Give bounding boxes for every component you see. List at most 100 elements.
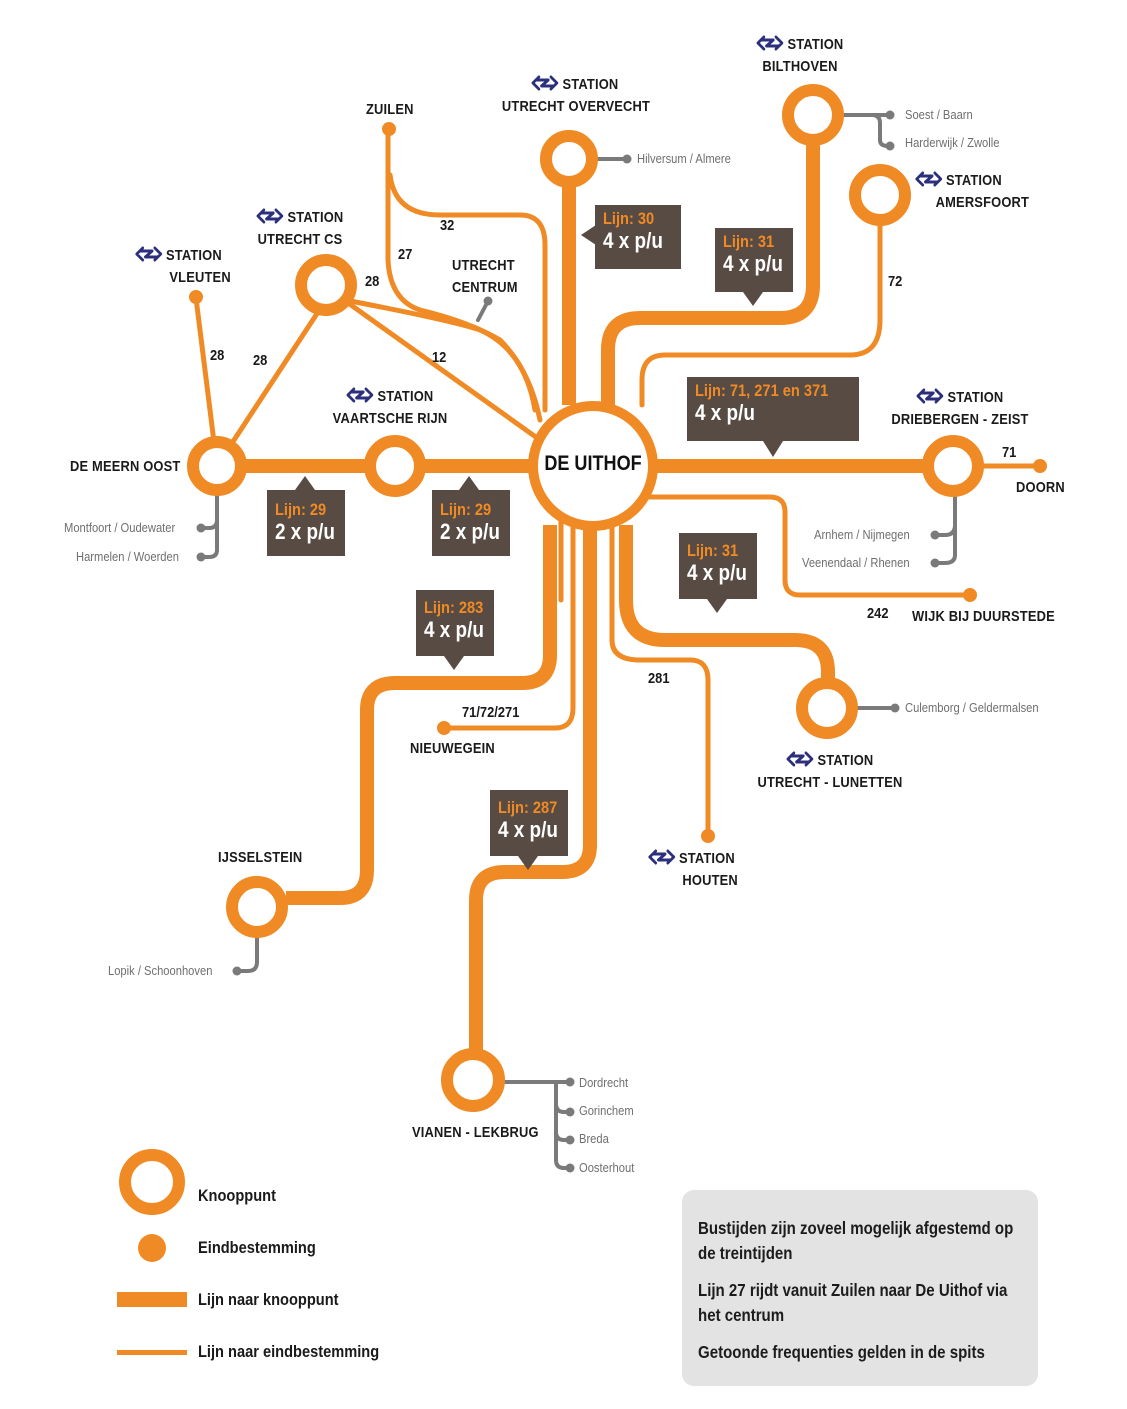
hub-de-uithof-label: DE UITHOF [544,452,642,475]
pointer-up-icon [295,476,315,490]
line-32-zuilen [387,172,548,413]
pointer-up-icon [459,476,479,490]
station-lunetten-label: STATION UTRECHT - LUNETTEN [757,751,903,791]
place-doorn: DOORN [1016,479,1065,496]
connector-demeern [201,493,219,559]
note-bustijden: Bustijden zijn zoveel mogelijk afgestemd… [698,1218,1014,1263]
line-number-72: 72 [888,273,903,290]
legend-label-lijn-naar-knooppunt: Lijn naar knooppunt [198,1290,339,1309]
connection-lopik-schoonhoven: Lopik / Schoonhoven [108,963,213,978]
place-vianen-lekbrug: VIANEN - LEKBRUG [412,1124,539,1141]
connection-dordrecht: Dordrecht [579,1075,629,1090]
connector-driebergen [935,493,957,565]
legend-eindbestemming-icon [138,1234,166,1262]
line-number-27: 27 [398,246,413,263]
legend-thin-line-icon [117,1350,187,1355]
station-driebergen-label: STATION DRIEBERGEN - ZEIST [891,388,1029,428]
connection-oosterhout: Oosterhout [579,1160,635,1175]
line-number-28-vleuten: 28 [210,347,225,364]
line-number-71: 71 [1002,444,1017,461]
legend-symbols [117,1149,187,1355]
connection-hilversum-almere: Hilversum / Almere [637,151,731,166]
connection-harderwijk-zwolle: Harderwijk / Zwolle [905,135,1000,150]
endpoint-nieuwegein [437,721,451,735]
connector-bilthoven [838,113,890,148]
endpoint-wijk [963,588,977,602]
ns-logo-icon [532,75,560,91]
connector-vianen [498,1080,570,1170]
station-overvecht-label: STATION UTRECHT OVERVECHT [501,75,651,115]
endpoint-houten [701,829,715,843]
ns-logo-icon [787,751,815,767]
line-number-71-72-271: 71/72/271 [462,704,520,721]
place-utrecht-centrum-2: CENTRUM [452,279,518,296]
ns-logo-icon [915,171,943,187]
legend-label-lijn-naar-eindbestemming: Lijn naar eindbestemming [198,1342,380,1361]
line-72-amersfoort [639,187,883,408]
connection-breda: Breda [579,1131,609,1146]
connector-ijsselstein [236,933,259,973]
place-de-meern-oost: DE MEERN OOST [70,458,181,475]
line-27-zuilen [385,127,543,423]
station-amersfoort-label: STATION AMERSFOORT [915,170,1029,214]
node-bilthoven [782,84,844,146]
endpoint-doorn [1033,459,1047,473]
line-number-28-meern: 28 [253,352,268,369]
connection-veenendaal-rhenen: Veenendaal / Rhenen [802,555,910,570]
line-31-bilthoven [601,140,820,410]
ns-logo-icon [257,208,285,224]
station-utrecht-cs-label: STATION UTRECHT CS [257,208,344,248]
ns-logo-icon [917,388,945,404]
line-number-281: 281 [648,670,670,687]
line-nieuwegein [440,517,576,731]
station-bilthoven-label: STATION BILTHOVEN [753,34,848,78]
place-wijk-bij-duurstede: WIJK BIJ DUURSTEDE [912,608,1055,625]
note-frequenties: Getoonde frequenties gelden in de spits [698,1342,985,1362]
pointer-down-icon [518,856,538,870]
node-driebergen [922,435,984,497]
legend-thick-line-icon [117,1292,187,1307]
line-31-lunetten [619,525,835,680]
connection-culemborg-geldermalsen: Culemborg / Geldermalsen [905,700,1039,715]
ns-logo-icon [347,387,375,403]
pointer-down-icon [444,656,464,670]
node-lunetten [796,677,858,739]
station-houten-label: STATION HOUTEN [648,848,738,892]
pointer-down-icon [707,599,727,613]
legend-label-eindbestemming: Eindbestemming [198,1238,316,1257]
note-lijn-27: Lijn 27 rijdt vanuit Zuilen naar De Uith… [698,1280,1008,1325]
station-vaartsche-rijn-label: STATION VAARTSCHE RIJN [332,387,448,427]
connection-arnhem-nijmegen: Arnhem / Nijmegen [814,527,910,542]
line-283-ijsselstein [286,525,557,905]
node-de-meern-oost [187,436,247,496]
line-287-vianen [469,530,597,1050]
endpoint-vleuten [189,290,203,304]
pointer-left-icon [581,225,596,245]
connection-gorinchem: Gorinchem [579,1103,634,1118]
line-242-wijk [647,494,973,598]
ns-logo-icon [135,246,163,262]
place-zuilen: ZUILEN [366,101,414,118]
ns-logo-icon [757,35,785,51]
pointer-down-icon [743,292,763,306]
line-number-32: 32 [440,217,455,234]
place-nieuwegein: NIEUWEGEIN [410,740,495,757]
connection-montfoort-oudewater: Montfoort / Oudewater [64,520,176,535]
connection-harmelen-woerden: Harmelen / Woerden [76,549,179,564]
line-number-28-cs: 28 [365,273,380,290]
line-number-12: 12 [432,349,447,366]
ns-logo-icon [648,849,676,865]
notes-box: Bustijden zijn zoveel mogelijk afgestemd… [682,1190,1038,1386]
node-vaartsche-rijn [364,435,426,497]
node-overvecht [540,130,598,188]
node-de-uithof [528,401,658,531]
